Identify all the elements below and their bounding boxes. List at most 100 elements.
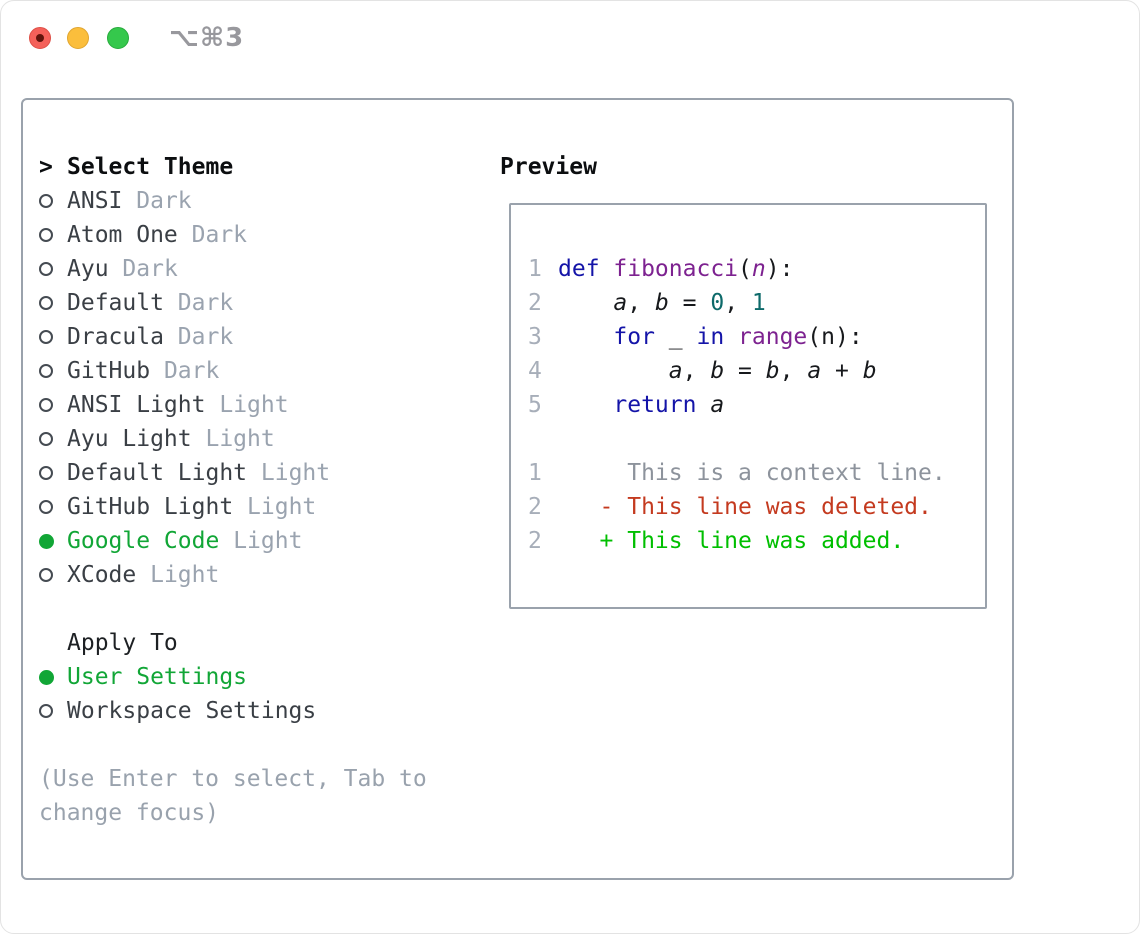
diff-line: 2 + This line was added.	[528, 524, 946, 558]
theme-name: Ayu	[67, 256, 109, 282]
theme-option-github[interactable]: GitHub Dark	[39, 354, 479, 388]
theme-name: Atom One	[67, 222, 178, 248]
theme-option-ansi-light[interactable]: ANSI Light Light	[39, 388, 479, 422]
spacer	[39, 728, 479, 762]
radio-circle	[39, 398, 53, 412]
theme-name: ANSI Light	[67, 392, 206, 418]
apply-option-workspace-settings[interactable]: Workspace Settings	[39, 694, 479, 728]
code-line: 5 return a	[528, 388, 946, 422]
theme-variant-badge: Dark	[163, 358, 220, 384]
theme-name-gap	[164, 324, 178, 350]
theme-option-atom-one[interactable]: Atom One Dark	[39, 218, 479, 252]
apply-to-header: Apply To	[67, 630, 178, 656]
code-segment-fn: fibonacci	[613, 256, 739, 282]
theme-name: XCode	[67, 562, 137, 588]
theme-option-dracula[interactable]: Dracula Dark	[39, 320, 479, 354]
theme-name: GitHub	[67, 358, 151, 384]
theme-name-gap	[192, 426, 206, 452]
code-segment-var: a	[613, 290, 628, 316]
line-number: 2	[528, 528, 542, 554]
theme-variant-badge: Dark	[177, 290, 234, 316]
line-number: 1	[528, 460, 542, 486]
radio-icon	[39, 466, 67, 480]
code-segment-num: 0	[710, 290, 725, 316]
radio-circle	[39, 568, 53, 582]
radio-circle	[39, 330, 53, 344]
code-segment-plain: ,	[627, 290, 655, 316]
code-segment-ctx: This is a context line.	[558, 460, 946, 486]
radio-icon	[39, 262, 67, 276]
theme-option-default[interactable]: Default Dark	[39, 286, 479, 320]
radio-circle	[39, 500, 53, 514]
code-segment-add: + This line was added.	[599, 528, 905, 554]
theme-option-default-light[interactable]: Default Light Light	[39, 456, 479, 490]
radio-icon	[39, 500, 67, 514]
theme-variant-badge: Dark	[136, 188, 192, 214]
line-number: 3	[528, 324, 542, 350]
theme-variant-badge: Light	[205, 426, 275, 452]
theme-variant-badge: Light	[247, 494, 317, 520]
theme-name-gap	[219, 528, 233, 554]
code-segment-var: b	[654, 290, 669, 316]
radio-icon	[39, 194, 67, 208]
select-theme-header-row: > Select Theme	[39, 150, 479, 184]
select-theme-header: Select Theme	[67, 154, 234, 180]
code-segment-plain: ):	[765, 256, 794, 282]
apply-option-user-settings[interactable]: User Settings	[39, 660, 479, 694]
code-segment-plain: +	[821, 358, 863, 384]
theme-name: Default	[67, 290, 164, 316]
radio-icon	[39, 330, 67, 344]
close-button[interactable]	[29, 27, 51, 49]
theme-variant-badge: Light	[150, 562, 220, 588]
theme-option-ansi[interactable]: ANSI Dark	[39, 184, 479, 218]
code-segment-fn: range	[738, 324, 808, 350]
spacer	[39, 592, 479, 626]
hint-text: (Use Enter to select, Tab to change focu…	[39, 766, 427, 826]
theme-variant-badge: Dark	[191, 222, 248, 248]
radio-circle	[39, 669, 54, 685]
radio-icon	[39, 296, 67, 310]
theme-name-gap	[109, 256, 123, 282]
code-segment-var: a	[710, 392, 725, 418]
diff-line: 2 - This line was deleted.	[528, 490, 946, 524]
theme-name-gap	[205, 392, 219, 418]
theme-option-github-light[interactable]: GitHub Light Light	[39, 490, 479, 524]
apply-to-header-row: Apply To	[39, 626, 479, 660]
theme-name-gap	[178, 222, 192, 248]
theme-name: Ayu Light	[67, 426, 192, 452]
code-segment-plain	[558, 494, 600, 520]
radio-circle	[39, 364, 53, 378]
code-segment-kw: return	[613, 392, 697, 418]
zoom-button[interactable]	[107, 27, 129, 49]
code-line: 4 a, b = b, a + b	[528, 354, 946, 388]
code-segment-var: b	[710, 358, 725, 384]
theme-name: GitHub Light	[67, 494, 234, 520]
preview-pane	[509, 203, 987, 609]
radio-icon	[39, 364, 67, 378]
code-segment-plain: ,	[724, 290, 752, 316]
code-segment-plain	[558, 324, 613, 350]
theme-name: ANSI	[67, 188, 123, 214]
apply-option-label: User Settings	[67, 664, 248, 690]
theme-option-google-code[interactable]: Google Code Light	[39, 524, 479, 558]
code-segment-var: b	[862, 358, 877, 384]
code-segment-var: b	[765, 358, 780, 384]
line-number: 2	[528, 494, 542, 520]
theme-option-xcode[interactable]: XCode Light	[39, 558, 479, 592]
code-segment-plain: =	[668, 290, 711, 316]
spacer	[528, 422, 946, 456]
minimize-button[interactable]	[67, 27, 89, 49]
preview-header: Preview	[500, 154, 597, 180]
theme-variant-badge: Dark	[177, 324, 234, 350]
theme-variant-badge: Light	[219, 392, 289, 418]
theme-option-ayu[interactable]: Ayu Dark	[39, 252, 479, 286]
radio-circle	[39, 704, 53, 718]
diff-line: 1 This is a context line.	[528, 456, 946, 490]
radio-circle	[39, 466, 53, 480]
code-segment-plain: ,	[779, 358, 808, 384]
radio-circle	[39, 194, 53, 208]
theme-name: Default Light	[67, 460, 248, 486]
theme-option-ayu-light[interactable]: Ayu Light Light	[39, 422, 479, 456]
code-segment-del: - This line was deleted.	[599, 494, 932, 520]
